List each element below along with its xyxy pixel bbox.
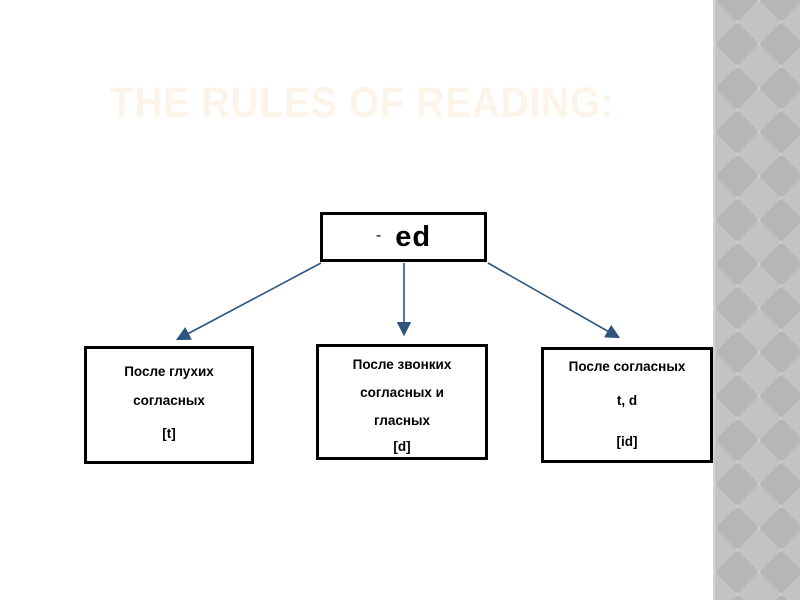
rule-text-line: гласных: [373, 413, 431, 428]
root-node-label: ed: [395, 220, 432, 253]
rule-text-line: После глухих: [124, 364, 214, 379]
transcription-d: [d]: [393, 439, 411, 454]
rule-box-voiceless-t: После глухих согласных [t]: [84, 346, 254, 464]
rule-text-line: согласных: [133, 393, 205, 408]
root-node-ed-box: - ed: [320, 212, 487, 262]
rule-box-voiced-d: После звонких согласных и гласных [d]: [316, 344, 488, 460]
rule-text-line: После звонких: [352, 357, 452, 372]
diamond-pattern-sidebar: [713, 0, 800, 600]
rule-box-t-d-id: После согласных t, d [id]: [541, 347, 713, 463]
arrow-to-left-box: [175, 262, 322, 341]
transcription-id: [id]: [616, 434, 638, 449]
rule-text-line: согласных и: [360, 385, 444, 400]
rule-text-line: t, d: [616, 393, 638, 408]
rule-text-line: После согласных: [568, 359, 686, 374]
transcription-t: [t]: [162, 426, 176, 441]
hyphen-prefix: -: [375, 227, 382, 244]
arrow-to-right-box: [487, 262, 621, 339]
slide-title: THE RULES OF READING:: [110, 79, 615, 127]
